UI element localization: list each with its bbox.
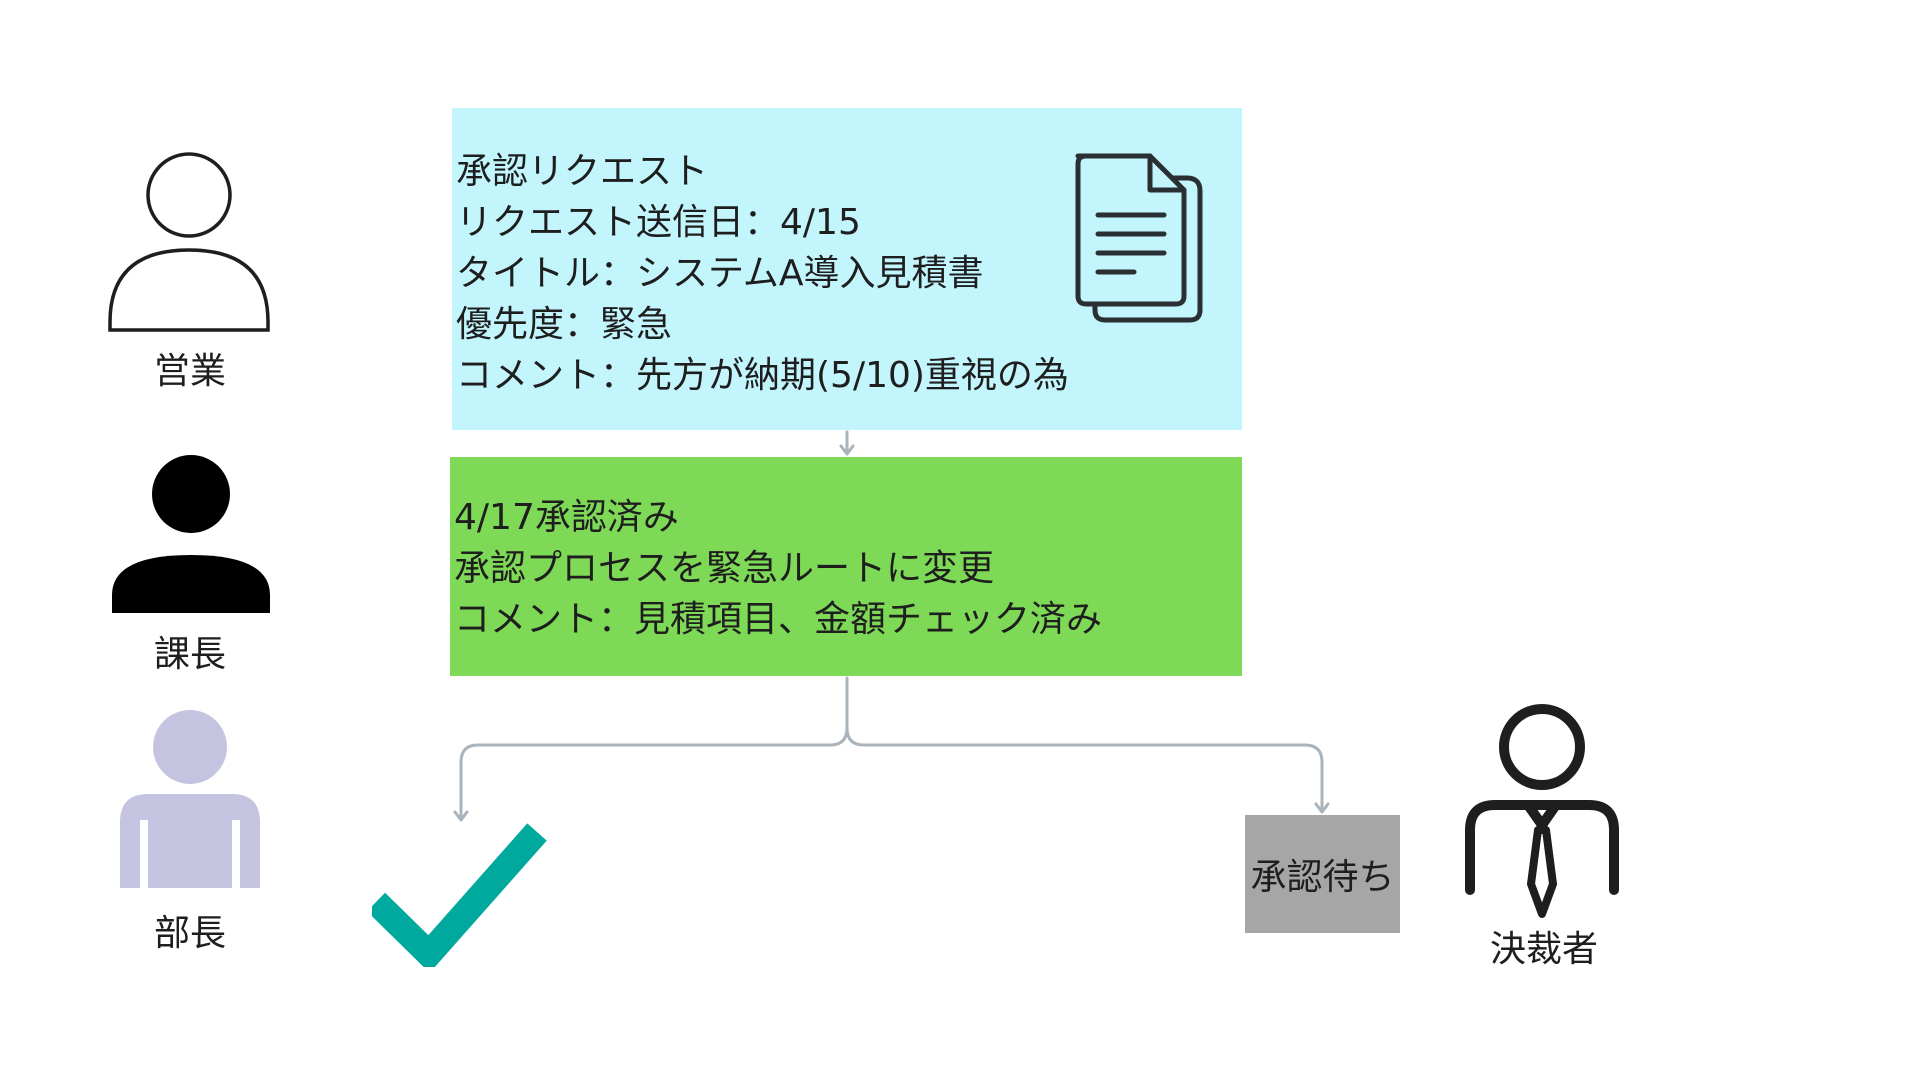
request-line-date: リクエスト送信日：4/15 (456, 202, 861, 243)
connector-approved-trunk (459, 676, 849, 820)
pending-label: 承認待ち (1250, 857, 1395, 898)
connector-approved-to-pending (845, 726, 1324, 812)
person-label-section-manager: 課長 (153, 634, 226, 675)
connector-group (453, 430, 1330, 822)
arrowhead-approved (839, 444, 855, 456)
checkmark-icon (372, 823, 547, 967)
approved-box: 4/17承認済み 承認プロセスを緊急ルートに変更 コメント：見積項目、金額チェッ… (450, 457, 1242, 676)
businessman-tie-icon (1465, 704, 1619, 918)
arrowhead-pending (1314, 802, 1330, 814)
person-lavender-icon (120, 710, 260, 888)
approved-line-process: 承認プロセスを緊急ルートに変更 (454, 548, 995, 589)
document-copies-icon (1075, 153, 1203, 323)
request-line-priority: 優先度：緊急 (456, 304, 673, 345)
person-outline-icon (108, 152, 270, 332)
person-label-sales: 営業 (153, 351, 226, 392)
pending-box: 承認待ち (1245, 815, 1400, 933)
request-line-title: タイトル：システムA導入見積書 (456, 253, 984, 294)
person-label-approver: 決裁者 (1489, 929, 1598, 970)
request-line-heading: 承認リクエスト (456, 151, 709, 192)
approved-line-status: 4/17承認済み (454, 497, 679, 538)
person-label-department-manager: 部長 (153, 913, 226, 954)
approved-line-comment: コメント：見積項目、金額チェック済み (454, 599, 1103, 640)
request-line-comment: コメント：先方が納期(5/10)重視の為 (456, 355, 1069, 396)
person-solid-icon (112, 455, 270, 613)
arrowhead-check (453, 810, 469, 822)
